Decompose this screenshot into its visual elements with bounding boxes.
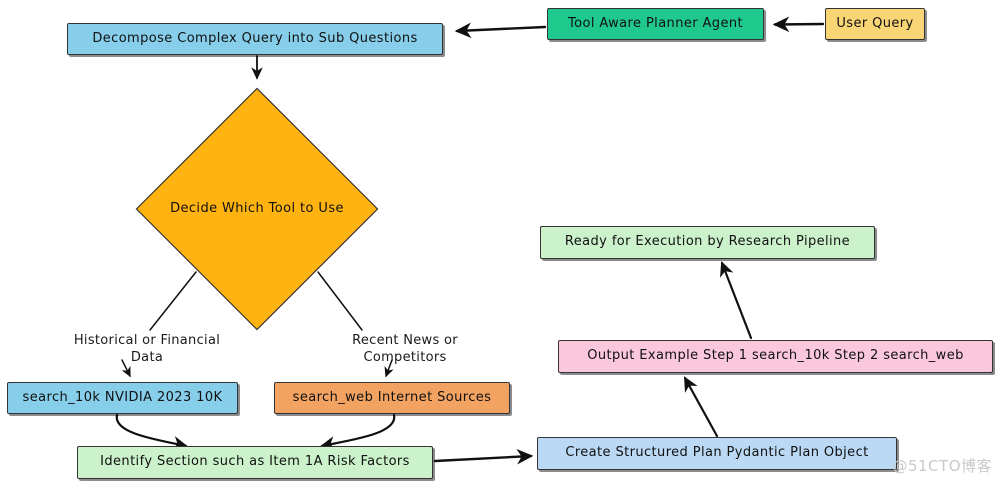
node-decide-which-tool-label: Decide Which Tool to Use [170, 201, 344, 217]
node-decompose-complex-query-label: Decompose Complex Query into Sub Questio… [92, 30, 418, 46]
node-decide-which-tool[interactable]: Decide Which Tool to Use [134, 86, 380, 332]
node-search-web-label: search_web Internet Sources [292, 389, 492, 405]
node-identify-section[interactable]: Identify Section such as Item 1A Risk Fa… [77, 446, 433, 479]
node-tool-aware-planner-agent-label: Tool Aware Planner Agent [568, 15, 743, 31]
edge-label-recent-news-or-competitors: Recent News or Competitors [352, 333, 458, 365]
edge-label-historical-or-financial-data: Historical or Financial Data [73, 333, 221, 365]
node-search-10k[interactable]: search_10k NVIDIA 2023 10K [7, 382, 238, 414]
edge-search10k-to-identify [115, 413, 189, 451]
node-user-query-label: User Query [836, 15, 914, 31]
edge-planner-to-decompose [454, 22, 547, 39]
watermark: @51CTO博客 [892, 457, 992, 475]
node-output-example[interactable]: Output Example Step 1 search_10k Step 2 … [558, 340, 993, 373]
edge-createplan-to-output [683, 376, 719, 438]
edge-searchweb-to-identify [319, 413, 396, 451]
node-ready-for-execution-label: Ready for Execution by Research Pipeline [564, 234, 851, 250]
node-search-10k-label: search_10k NVIDIA 2023 10K [22, 389, 223, 405]
node-create-structured-plan[interactable]: Create Structured Plan Pydantic Plan Obj… [537, 437, 897, 470]
node-create-structured-plan-label: Create Structured Plan Pydantic Plan Obj… [565, 445, 869, 461]
node-search-web[interactable]: search_web Internet Sources [274, 382, 510, 414]
edge-output-to-ready [720, 261, 753, 340]
node-tool-aware-planner-agent[interactable]: Tool Aware Planner Agent [547, 8, 764, 40]
node-ready-for-execution[interactable]: Ready for Execution by Research Pipeline [540, 226, 875, 259]
edge-identify-to-createplan [433, 448, 534, 465]
node-decompose-complex-query[interactable]: Decompose Complex Query into Sub Questio… [67, 23, 443, 55]
node-output-example-label: Output Example Step 1 search_10k Step 2 … [587, 348, 964, 364]
edge-user-query-to-planner [772, 16, 825, 33]
diamond-shape [134, 86, 380, 332]
node-identify-section-label: Identify Section such as Item 1A Risk Fa… [100, 454, 410, 470]
node-user-query[interactable]: User Query [825, 8, 925, 40]
